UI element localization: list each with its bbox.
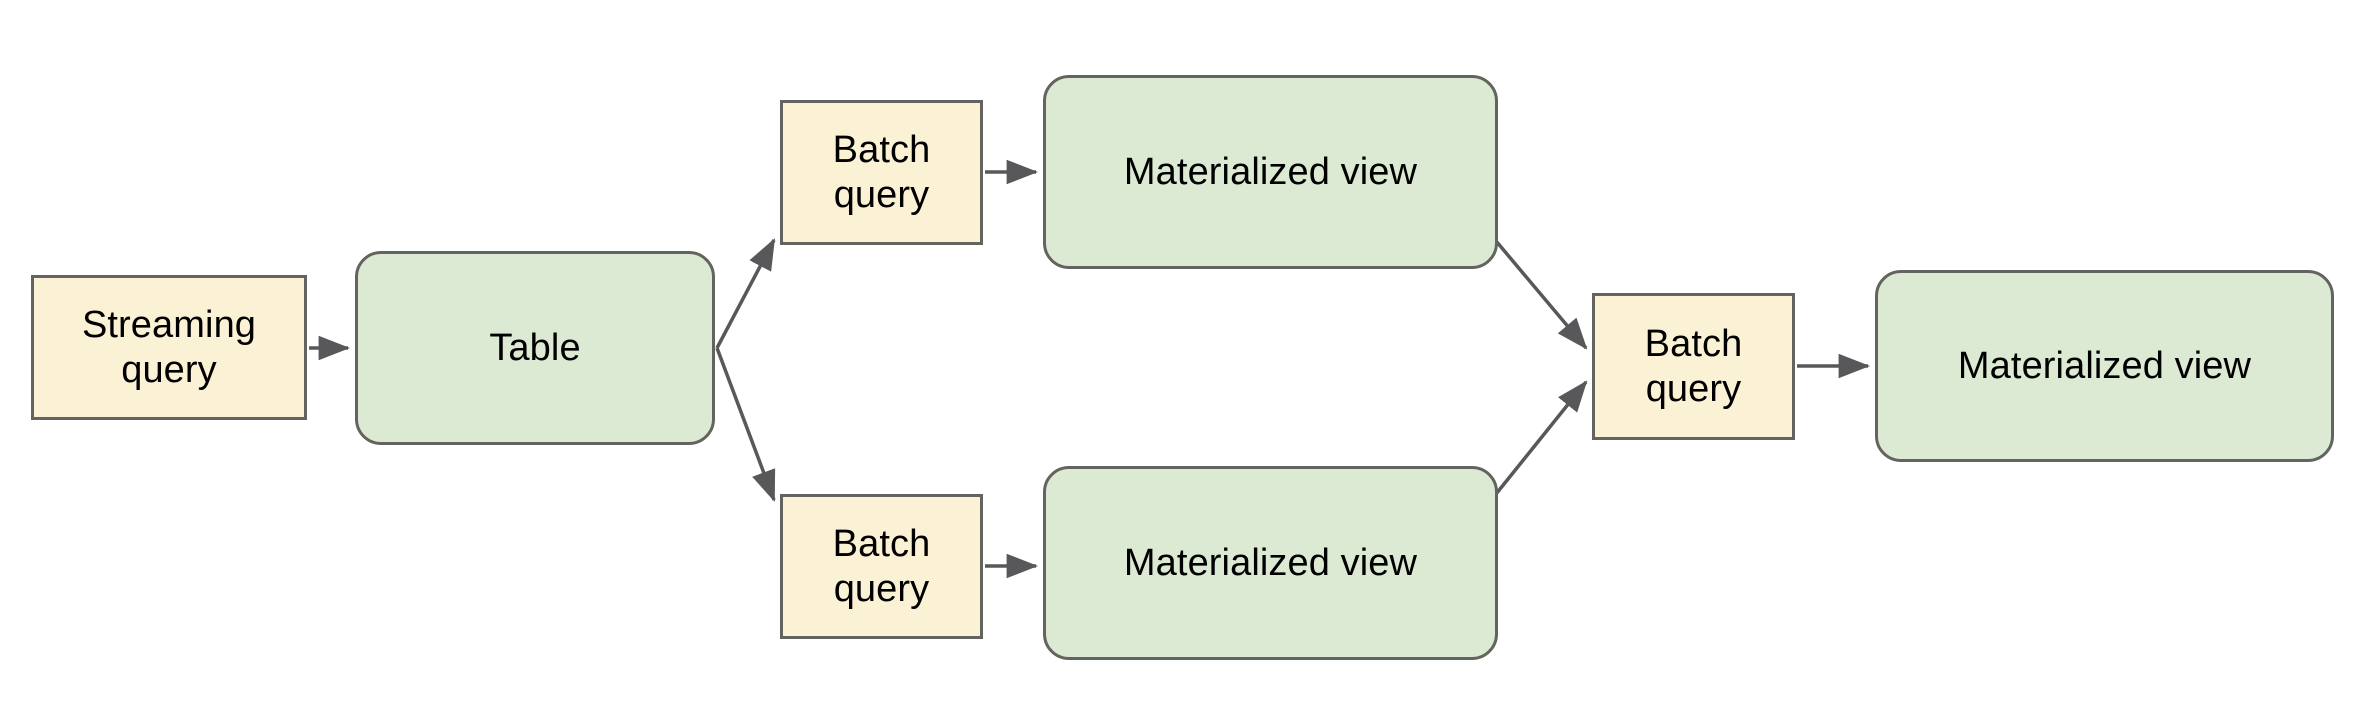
node-label-table: Table [489, 326, 581, 369]
edges-group [309, 159, 1871, 579]
node-streaming-query[interactable]: Streaming query [31, 275, 307, 420]
edge-materialized-view-top-to-batch-query-merge [1494, 239, 1588, 350]
node-label-batch-query-top: Batch query [832, 128, 931, 216]
node-batch-query-merge[interactable]: Batch query [1592, 293, 1795, 440]
node-table[interactable]: Table [355, 251, 715, 445]
node-label-materialized-view-final: Materialized view [1957, 344, 2252, 387]
node-label-streaming-query: Streaming query [81, 303, 257, 391]
node-materialized-view-final[interactable]: Materialized view [1875, 270, 2334, 462]
node-materialized-view-bottom[interactable]: Materialized view [1043, 466, 1498, 660]
edge-table-to-batch-query-top [715, 238, 776, 349]
edge-materialized-view-bottom-to-batch-query-merge [1494, 380, 1588, 496]
node-batch-query-top[interactable]: Batch query [780, 100, 983, 245]
edge-table-to-batch-query-bottom [715, 347, 776, 502]
node-label-batch-query-bottom: Batch query [832, 522, 931, 610]
node-label-materialized-view-top: Materialized view [1123, 150, 1418, 193]
node-materialized-view-top[interactable]: Materialized view [1043, 75, 1498, 269]
node-label-materialized-view-bottom: Materialized view [1123, 541, 1418, 584]
node-label-batch-query-merge: Batch query [1644, 322, 1743, 410]
node-batch-query-bottom[interactable]: Batch query [780, 494, 983, 639]
